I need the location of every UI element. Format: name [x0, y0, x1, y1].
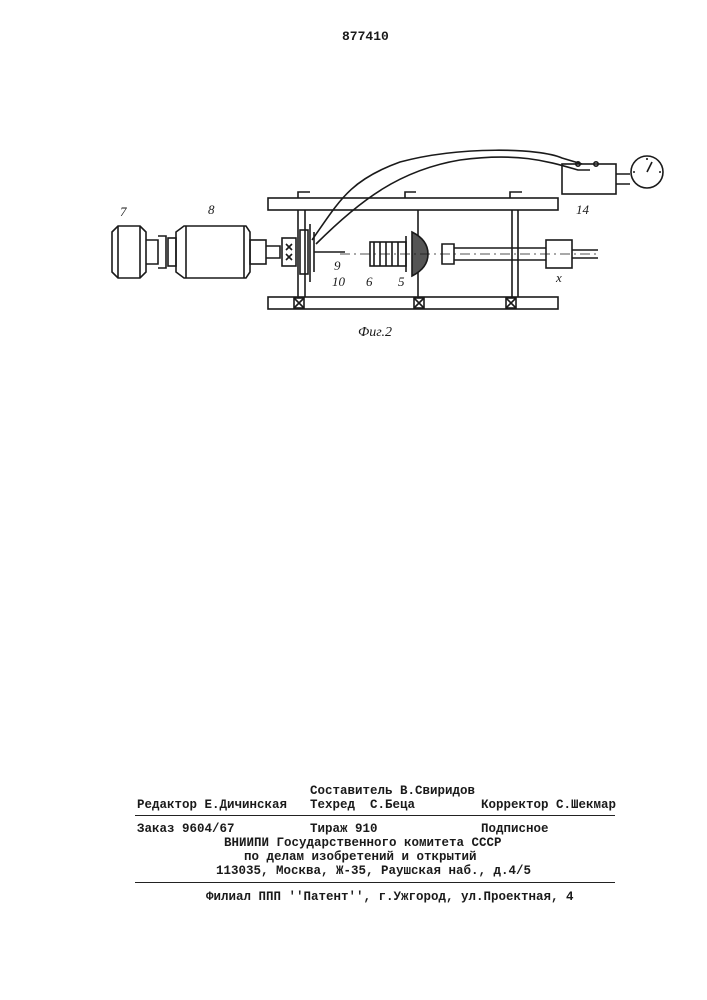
label-10: 10 — [332, 274, 346, 289]
label-7: 7 — [120, 204, 127, 219]
footer-corrector: Корректор С.Шекмар — [481, 798, 616, 812]
label-9: 9 — [334, 258, 341, 273]
figure-2-drawing: 7 8 9 10 6 5 14 x Фиг.2 — [100, 140, 670, 350]
footer-address: 113035, Москва, Ж-35, Раушская наб., д.4… — [216, 864, 531, 878]
patent-number: 877410 — [342, 30, 389, 44]
footer-circulation: Тираж 910 — [310, 822, 378, 836]
measuring-instrument-14 — [562, 156, 663, 194]
motor-7 — [112, 226, 166, 278]
footer-order: Заказ 9604/67 — [137, 822, 235, 836]
gauge-dial — [631, 156, 663, 188]
wires — [312, 150, 590, 244]
label-8: 8 — [208, 202, 215, 217]
output-shaft — [340, 240, 600, 268]
gearbox-8 — [168, 226, 280, 278]
footer-subscription: Подписное — [481, 822, 549, 836]
label-x: x — [555, 270, 562, 285]
label-5: 5 — [398, 274, 405, 289]
footer-techred: Техред С.Беца — [310, 798, 415, 812]
footer-org-line2: по делам изобретений и открытий — [244, 850, 477, 864]
figure-caption: Фиг.2 — [358, 325, 392, 340]
footer-branch: Филиал ППП ''Патент'', г.Ужгород, ул.Про… — [206, 890, 574, 904]
footer-org-line1: ВНИИПИ Государственного комитета СССР — [224, 836, 502, 850]
label-6: 6 — [366, 274, 373, 289]
footer-compiler: Составитель В.Свиридов — [310, 784, 475, 798]
footer-editor: Редактор Е.Дичинская — [137, 798, 287, 812]
spring-unit-5 — [370, 232, 428, 276]
label-14: 14 — [576, 202, 590, 217]
footer-rule-bottom — [135, 882, 615, 883]
footer-rule-top — [135, 815, 615, 816]
